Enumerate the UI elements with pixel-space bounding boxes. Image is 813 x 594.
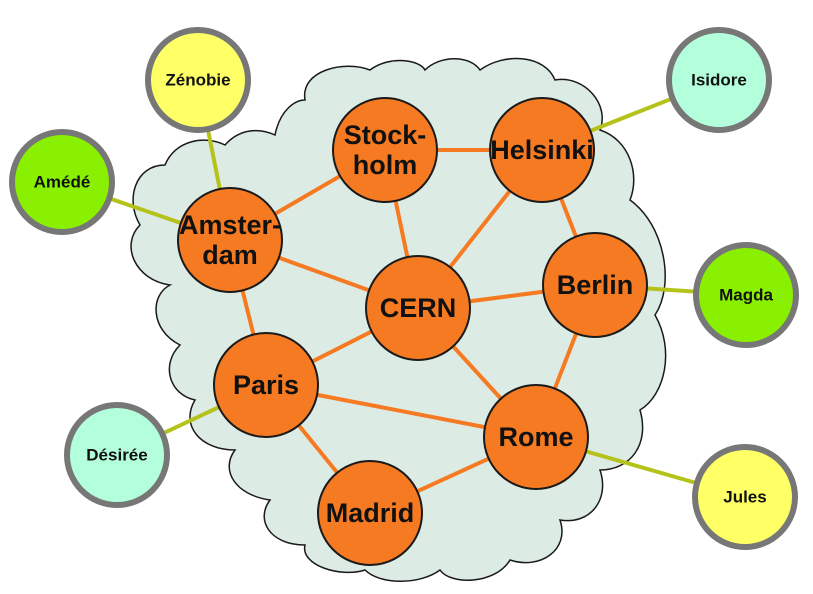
city-node-amsterdam: Amster-dam xyxy=(177,187,283,293)
city-node-madrid: Madrid xyxy=(317,460,423,566)
user-node-label: Jules xyxy=(723,488,766,507)
city-node-label: Amster- xyxy=(179,210,281,240)
user-node-amede: Amédé xyxy=(9,129,115,235)
user-node-desiree: Désirée xyxy=(64,402,170,508)
user-node-circle xyxy=(64,402,170,508)
city-node-label: Helsinki xyxy=(490,135,594,165)
city-node-circle xyxy=(317,460,423,566)
user-node-circle xyxy=(145,27,251,133)
city-node-label: Berlin xyxy=(557,270,634,300)
city-node-circle xyxy=(489,97,595,203)
city-node-circle xyxy=(365,255,471,361)
user-node-jules: Jules xyxy=(692,444,798,550)
city-node-circle xyxy=(177,187,283,293)
city-node-circle xyxy=(213,332,319,438)
city-node-rome: Rome xyxy=(483,384,589,490)
city-node-cern: CERN xyxy=(365,255,471,361)
city-node-label: Paris xyxy=(233,370,299,400)
user-node-magda: Magda xyxy=(693,242,799,348)
user-node-circle xyxy=(692,444,798,550)
city-node-helsinki: Helsinki xyxy=(489,97,595,203)
city-node-label: holm xyxy=(353,150,418,180)
user-node-circle xyxy=(666,27,772,133)
user-node-zenobie: Zénobie xyxy=(145,27,251,133)
user-node-label: Magda xyxy=(719,286,773,305)
city-node-label: CERN xyxy=(380,293,457,323)
user-node-label: Zénobie xyxy=(165,71,230,90)
user-node-isidore: Isidore xyxy=(666,27,772,133)
city-node-label: Madrid xyxy=(326,498,415,528)
city-node-label: dam xyxy=(202,240,258,270)
city-node-circle xyxy=(542,232,648,338)
city-node-circle xyxy=(332,97,438,203)
city-node-label: Stock- xyxy=(344,120,427,150)
user-node-label: Isidore xyxy=(691,71,747,90)
city-node-berlin: Berlin xyxy=(542,232,648,338)
city-node-circle xyxy=(483,384,589,490)
city-node-paris: Paris xyxy=(213,332,319,438)
user-node-label: Désirée xyxy=(86,446,147,465)
city-node-stockholm: Stock-holm xyxy=(332,97,438,203)
user-node-circle xyxy=(9,129,115,235)
city-node-label: Rome xyxy=(498,422,573,452)
user-node-circle xyxy=(693,242,799,348)
user-node-label: Amédé xyxy=(34,173,91,192)
